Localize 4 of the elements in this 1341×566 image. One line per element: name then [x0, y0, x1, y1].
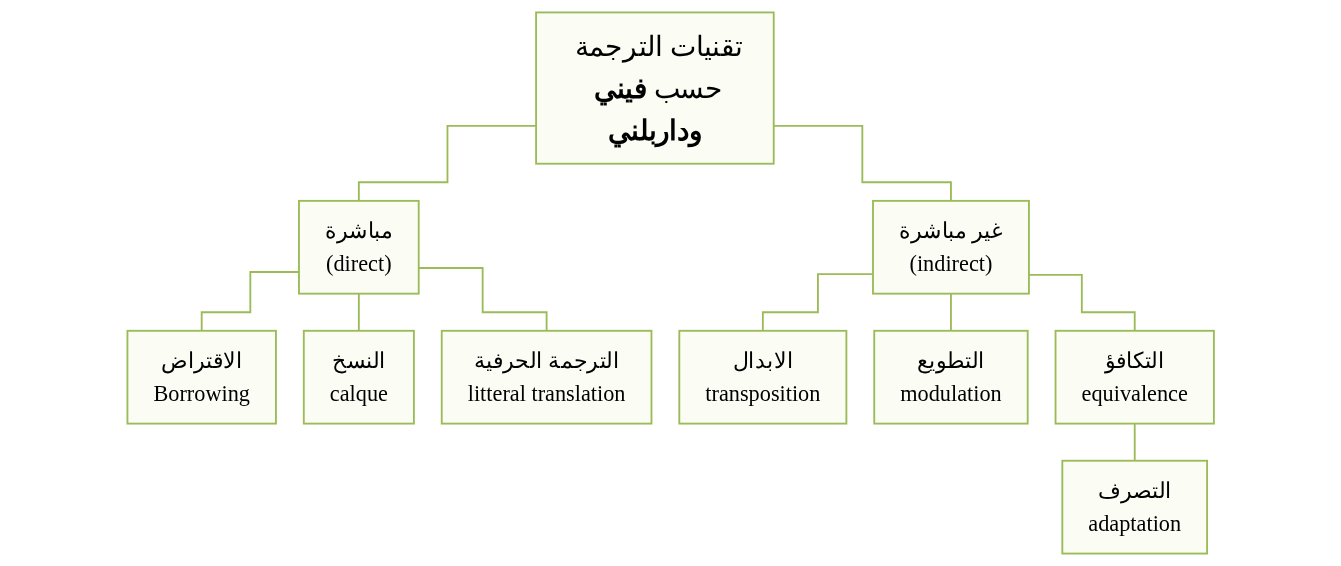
connector: [949, 292, 952, 332]
node-box: تقنيات الترجمة حسب فيني وداربلني: [535, 11, 775, 165]
connector: [1133, 422, 1136, 462]
connector: [357, 292, 360, 332]
